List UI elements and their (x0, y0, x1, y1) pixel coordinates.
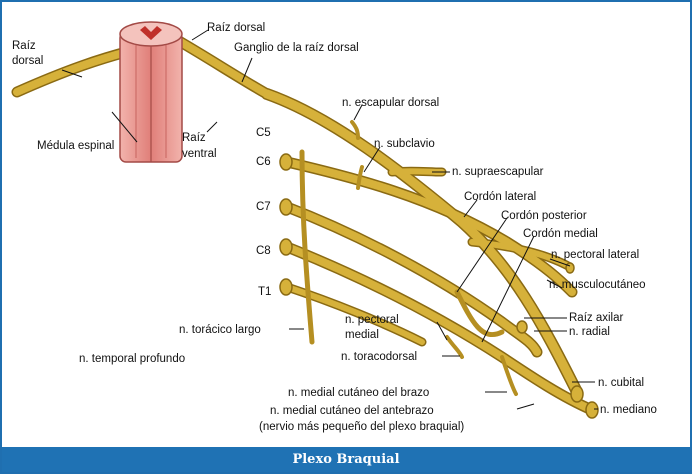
label-raiz-ventral-2: ventral (182, 148, 217, 160)
label-raiz-dorsal-left-2: dorsal (12, 55, 43, 67)
label-escapular-dorsal: n. escapular dorsal (342, 97, 439, 109)
label-radial: n. radial (569, 326, 610, 338)
label-t1: T1 (258, 286, 271, 298)
label-pectoral-medial-1: n. pectoral (345, 314, 399, 326)
label-cutaneo-antebrazo: n. medial cutáneo del antebrazo (270, 405, 434, 417)
label-cutaneo-brazo: n. medial cutáneo del brazo (288, 387, 429, 399)
label-supraescapular: n. supraescapular (452, 166, 544, 178)
label-toracodorsal: n. toracodorsal (341, 351, 417, 363)
brachial-plexus-diagram: Raíz dorsal Raíz dorsal Ganglio de la ra… (2, 2, 690, 447)
label-musculocutaneo: n. musculocutáneo (549, 279, 646, 291)
label-raiz-axilar: Raíz axilar (569, 312, 623, 324)
figure-caption: Plexo Braquial (292, 452, 399, 467)
label-c7: C7 (256, 201, 271, 213)
label-c5: C5 (256, 127, 271, 139)
label-raiz-dorsal-top: Raíz dorsal (207, 22, 265, 34)
label-cubital: n. cubital (598, 377, 644, 389)
label-raiz-ventral-1: Raíz (182, 132, 206, 144)
label-mediano: n. mediano (600, 404, 657, 416)
label-toracico-largo: n. torácico largo (179, 324, 261, 336)
label-ganglio: Ganglio de la raíz dorsal (234, 42, 359, 54)
label-cordon-medial: Cordón medial (523, 228, 598, 240)
label-pectoral-medial-2: medial (345, 329, 379, 341)
label-c6: C6 (256, 156, 271, 168)
label-nervio-pequeno: (nervio más pequeño del plexo braquial) (259, 421, 464, 433)
label-raiz-dorsal-left-1: Raíz (12, 40, 36, 52)
label-cordon-lateral: Cordón lateral (464, 191, 536, 203)
label-temporal-profundo: n. temporal profundo (79, 353, 185, 365)
label-medula: Médula espinal (37, 140, 114, 152)
spinal-cord (120, 22, 182, 162)
label-subclavio: n. subclavio (374, 138, 435, 150)
caption-bar: Plexo Braquial (2, 447, 690, 472)
label-c8: C8 (256, 245, 271, 257)
label-cordon-posterior: Cordón posterior (501, 210, 587, 222)
label-pectoral-lateral: n. pectoral lateral (551, 249, 639, 261)
